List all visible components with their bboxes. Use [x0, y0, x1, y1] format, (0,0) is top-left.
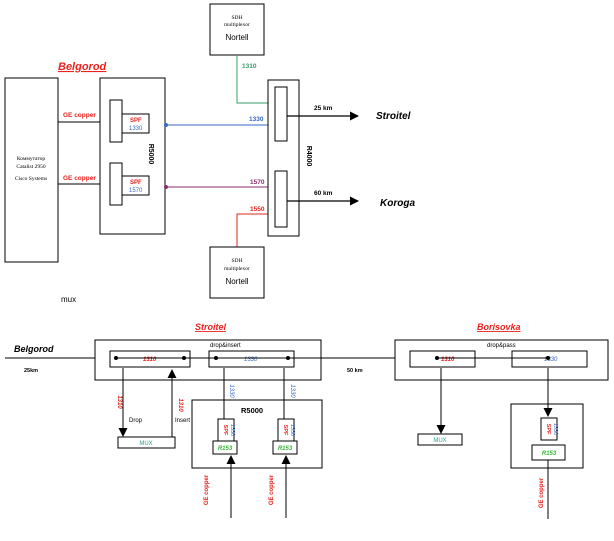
vert-1310-label-1: 1310: [116, 395, 122, 409]
insert-label: Insert: [175, 418, 190, 424]
drop-insert-label: drop&insert: [210, 343, 241, 349]
wave-1310-label: 1310: [242, 63, 257, 70]
dist-50km-label: 50 km: [347, 368, 363, 374]
r153-b-label: R153: [278, 446, 293, 452]
r153-box-a: [212, 440, 238, 455]
stroitel-r5000-label: R5000: [241, 406, 263, 415]
insert-line: [149, 369, 177, 448]
link-1550-red: [236, 209, 277, 247]
sdh-top-line3: Nortell: [225, 33, 248, 42]
wave-1330-label: 1330: [249, 116, 264, 123]
ge-copper-c-label: GE copper: [539, 477, 545, 508]
r5000-port-1: [109, 99, 123, 143]
drop-label: Drop: [129, 418, 143, 424]
spf-c-label: SPF: [545, 424, 551, 435]
stroitel-1310-channel: [109, 350, 191, 368]
mux-note: mux: [61, 295, 76, 304]
node-b2: [546, 356, 550, 360]
sdh-bottom-box: [209, 246, 265, 299]
spf-label-2: SPF: [130, 180, 142, 186]
stroitel-mux-label: MUX: [139, 441, 152, 447]
bottom-site-borisovka: Borisovka: [477, 322, 521, 332]
spf-label-1: SPF: [130, 118, 142, 124]
node-b1: [435, 356, 439, 360]
node-s3: [214, 356, 218, 360]
link-1330-node-left: [164, 123, 168, 127]
vert-1330-label-2: 1330: [289, 384, 295, 398]
dist-25-label: 25 km: [314, 105, 333, 112]
spf-module-2: [121, 175, 150, 196]
switch-box: [4, 77, 59, 263]
r153-a-label: R153: [218, 446, 233, 452]
spf-a-wave: 1330: [229, 424, 235, 436]
sdh-top-box: [209, 3, 265, 56]
spf-a-label: SPF: [222, 425, 228, 436]
sdh-top-line2: multiplexor: [224, 22, 250, 28]
stroitel-1330-channel: [208, 350, 295, 368]
r4000-port-1: [274, 86, 288, 142]
wave-1570-label: 1570: [250, 179, 265, 186]
r153-c-label: R153: [542, 451, 557, 457]
sdh-top-line1: SDH: [231, 15, 242, 21]
node-s1: [114, 356, 118, 360]
borisovka-mux-box: [417, 433, 463, 446]
spf-wave-2: 1570: [129, 188, 143, 194]
sdh-bottom-line2: multiplexor: [224, 266, 250, 272]
sdh-bottom-line3: Nortell: [225, 277, 248, 286]
vert-1330-label-1: 1330: [228, 384, 234, 398]
dist-60-label: 60 km: [314, 190, 333, 197]
drop-pass-label: drop&pass: [487, 343, 516, 349]
spf-module-c: [540, 417, 558, 441]
switch-line2: Catalist 2950: [16, 164, 45, 170]
sdh-bottom-line1: SDH: [231, 258, 242, 264]
link-1570-node-left: [164, 185, 168, 189]
stroitel-1330-label: 1330: [244, 357, 258, 363]
r5000-port-2: [109, 162, 123, 206]
borisovka-mux-label: MUX: [433, 438, 446, 444]
r4000-port-2: [274, 170, 288, 228]
vert-1310-label-2: 1310: [177, 398, 183, 412]
wave-1550-label: 1550: [250, 206, 265, 213]
stroitel-r5000-box: [191, 399, 323, 469]
spf-module-1: [121, 113, 150, 134]
switch-line3: Cisco Systems: [15, 176, 47, 182]
spf-c-wave: 1330: [552, 423, 558, 435]
spf-b-wave: 1330: [289, 424, 295, 436]
site-stroitel-top: Stroitel: [376, 111, 411, 122]
ge-copper-label-2: GE copper: [63, 175, 96, 182]
stroitel-1310-label: 1310: [143, 357, 157, 363]
bottom-site-stroitel: Stroitel: [195, 322, 227, 332]
bottom-site-belgorod: Belgorod: [14, 344, 54, 354]
ge-copper-a-label: GE copper: [204, 474, 210, 505]
r5000-label: R5000: [147, 144, 154, 165]
dist-25km-label: 25km: [24, 368, 38, 374]
borisovka-1330-label: 1330: [544, 357, 558, 363]
link-1310-green: [236, 55, 277, 108]
spf-b-label: SPF: [282, 425, 288, 436]
r153-box-b: [272, 440, 298, 455]
r4000-label: R4000: [305, 146, 312, 167]
site-koroga-top: Koroga: [380, 198, 415, 209]
ge-copper-label-1: GE copper: [63, 112, 96, 119]
borisovka-1310-channel: [409, 350, 476, 368]
spf-wave-1: 1330: [129, 126, 143, 132]
ge-copper-b-label: GE copper: [269, 474, 275, 505]
node-s2: [182, 356, 186, 360]
switch-line1: Коммутатор: [17, 156, 46, 162]
site-belgorod-title: Belgorod: [58, 61, 107, 73]
borisovka-1310-label: 1310: [441, 357, 455, 363]
stroitel-mux-box: [117, 436, 176, 449]
